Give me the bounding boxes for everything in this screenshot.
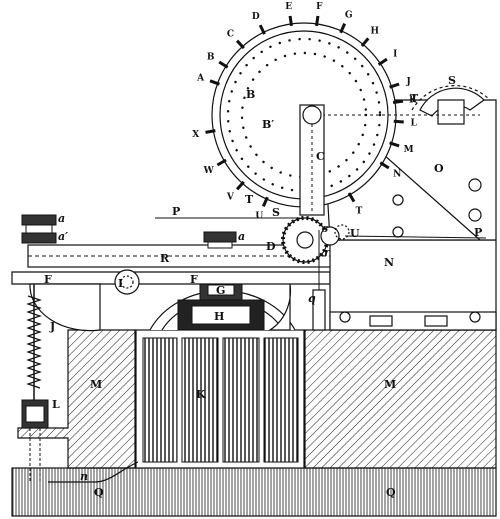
- wheel-letter: E: [285, 2, 292, 12]
- wheel-letter: B: [207, 53, 215, 63]
- label-r: r: [324, 246, 331, 259]
- paper-strip-p: [155, 217, 487, 239]
- type-mark: [315, 15, 320, 27]
- type-mark: [216, 158, 227, 167]
- label-G: G: [216, 284, 225, 297]
- label-T1: T: [410, 92, 419, 105]
- label-a1: a: [58, 212, 65, 225]
- label-M2: M: [384, 378, 396, 391]
- label-F1: F: [44, 273, 52, 286]
- label-B2: B′: [262, 118, 274, 131]
- wheel-letter: U: [255, 212, 263, 222]
- electromagnet-k: [135, 329, 305, 469]
- frame-m-left: [17, 329, 136, 469]
- label-Q1: Q: [94, 486, 104, 499]
- label-q: q: [308, 292, 316, 305]
- type-mark: [347, 192, 356, 203]
- wheel-letter: M: [404, 145, 414, 155]
- label-C: C: [316, 150, 325, 163]
- label-R: R: [160, 252, 170, 265]
- wheel-letter: W: [203, 166, 215, 176]
- type-mark: [261, 196, 269, 207]
- spring-j: [21, 284, 49, 482]
- wheel-letter: D: [252, 12, 260, 22]
- wheel-letter: J: [405, 77, 410, 87]
- type-mark: [393, 119, 404, 124]
- wheel-letter: H: [370, 27, 379, 37]
- frame-m-right: [304, 329, 497, 469]
- label-n: n: [80, 470, 88, 483]
- wheel-letter: V: [226, 193, 235, 203]
- label-D: D: [266, 240, 276, 253]
- type-mark: [392, 99, 404, 104]
- type-mark: [205, 129, 216, 134]
- label-O: O: [434, 162, 444, 175]
- label-S1: S: [448, 74, 456, 87]
- wheel-letter: N: [393, 169, 401, 179]
- escapement-d: [281, 216, 350, 264]
- armature-h: [149, 279, 296, 331]
- type-mark: [218, 60, 229, 69]
- label-Q2: Q: [386, 486, 396, 499]
- type-mark: [258, 24, 266, 35]
- type-mark: [235, 180, 245, 191]
- label-H: H: [214, 310, 224, 323]
- label-s: s: [322, 222, 328, 235]
- base-q: [11, 467, 497, 517]
- type-mark: [379, 161, 390, 170]
- bar-r: [27, 244, 339, 295]
- label-a3: a: [238, 230, 245, 243]
- label-U: U: [350, 227, 360, 240]
- label-P2: P: [474, 226, 482, 239]
- part-labels: a a′ a B B′ C D F F G H I J K L M M N O …: [44, 74, 482, 499]
- label-J: J: [49, 320, 55, 333]
- type-mark: [235, 39, 245, 50]
- label-I: I: [118, 277, 123, 290]
- label-T2: T: [245, 193, 254, 206]
- binding-post-a-center: [203, 231, 237, 249]
- plate-n: [329, 239, 497, 331]
- label-N: N: [384, 256, 394, 269]
- label-a2: a′: [58, 230, 68, 243]
- label-M1: M: [90, 378, 102, 391]
- type-mark: [389, 141, 400, 148]
- wheel-letter: X: [192, 130, 199, 140]
- wheel-letter: F: [316, 2, 323, 12]
- label-B: B: [246, 88, 255, 101]
- label-P1: P: [172, 205, 180, 218]
- label-S2: S: [272, 206, 280, 219]
- type-mark: [360, 37, 370, 48]
- label-F2: F: [190, 273, 198, 286]
- wheel-type-marks: [205, 15, 404, 207]
- gear-s: [411, 85, 491, 125]
- arm-c: [299, 104, 325, 216]
- wheel-letter: C: [227, 29, 234, 39]
- wheel-letter: G: [345, 11, 353, 21]
- wheel-letter: T: [356, 206, 363, 216]
- wheel-letter: A: [196, 73, 205, 83]
- wheel-letter: K: [409, 96, 418, 106]
- type-mark: [288, 15, 293, 27]
- wheel-letter: I: [393, 50, 397, 60]
- wire-n: [48, 461, 139, 483]
- label-K: K: [196, 388, 206, 401]
- type-mark: [209, 79, 220, 86]
- binding-post-a-left: [21, 214, 57, 244]
- type-mark: [339, 23, 347, 34]
- lever-f: [11, 271, 331, 332]
- post-q: [312, 230, 326, 331]
- type-mark: [389, 82, 400, 89]
- label-L: L: [52, 398, 60, 411]
- type-mark: [377, 57, 388, 66]
- wheel-letter: L: [411, 119, 418, 129]
